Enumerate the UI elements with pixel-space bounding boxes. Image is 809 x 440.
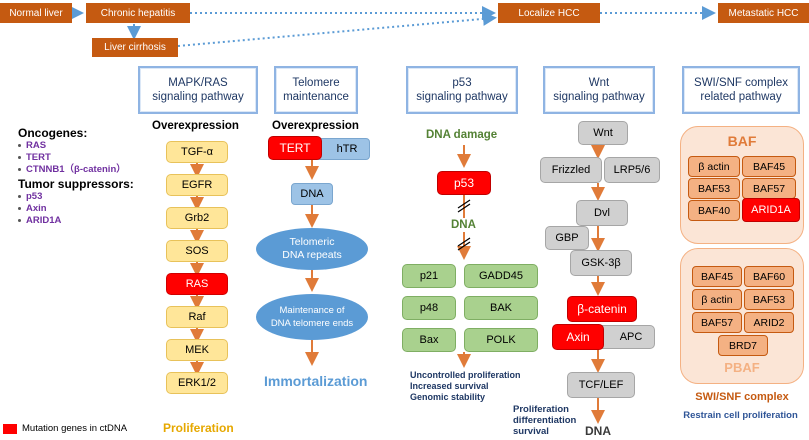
wnt-dna-label: DNA <box>585 424 611 438</box>
mapk-node-grb2: Grb2 <box>166 207 228 229</box>
mapk-node-mek: MEK <box>166 339 228 361</box>
mapk-node-tgf-alpha: TGF-α <box>166 141 228 163</box>
p53-block-marks <box>457 199 471 251</box>
p53-gene-bak: BAK <box>464 296 538 320</box>
wnt-node: Wnt <box>578 121 628 145</box>
telomere-tert: TERT <box>268 136 322 160</box>
oncogene-item: TERT <box>18 152 158 164</box>
mapk-node-egfr: EGFR <box>166 174 228 196</box>
swi-outcome: Restrain cell proliferation <box>683 410 798 421</box>
wnt-dvl: Dvl <box>576 200 628 226</box>
mapk-outcome: Proliferation <box>163 421 234 435</box>
suppressor-item: p53 <box>18 191 158 203</box>
baf-subunit-baf40: BAF40 <box>688 200 740 221</box>
stage-normal-liver: Normal liver <box>0 3 72 23</box>
oncogene-item: RAS <box>18 140 158 152</box>
p53-gene-p48: p48 <box>402 296 456 320</box>
pbaf-subunit-baf53: BAF53 <box>744 289 794 310</box>
mutation-legend-swatch <box>3 424 17 434</box>
baf-subunit-arid1a: ARID1A <box>742 198 800 222</box>
pbaf-subunit-brd7: BRD7 <box>718 335 768 356</box>
p53-dna-label: DNA <box>451 219 476 231</box>
wnt-tcf-lef: TCF/LEF <box>567 372 635 398</box>
baf-title: BAF <box>727 133 757 149</box>
p53-gene-bax: Bax <box>402 328 456 352</box>
oncogene-item: CTNNB1（β-catenin） <box>18 164 158 176</box>
suppressor-item: ARID1A <box>18 215 158 227</box>
oncogenes-title: Oncogenes: <box>18 126 88 140</box>
stage-chronic-hepatitis: Chronic hepatitis <box>86 3 190 23</box>
telomere-dna: DNA <box>291 183 333 205</box>
swi-complex-label: SWI/SNF complex <box>695 391 789 403</box>
stage-progression-arrows <box>70 6 716 47</box>
suppressor-item: Axin <box>18 203 158 215</box>
stage-localize-hcc: Localize HCC <box>498 3 600 23</box>
p53-gene-p21: p21 <box>402 264 456 288</box>
telomere-outcome: Immortalization <box>264 373 368 389</box>
pbaf-subunit-arid2: ARID2 <box>744 312 794 333</box>
legend-oncogenes: Oncogenes: RAS TERT CTNNB1（β-catenin） Tu… <box>18 126 158 227</box>
pbaf-subunit-baf57: BAF57 <box>692 312 742 333</box>
telomere-overexpression-label: Overexpression <box>272 120 359 132</box>
mapk-node-ras: RAS <box>166 273 228 295</box>
wnt-beta-catenin: β-catenin <box>567 296 637 322</box>
baf-subunit-baf45: BAF45 <box>742 156 796 177</box>
wnt-gsk: GSK-3β <box>570 250 632 276</box>
wnt-axin: Axin <box>552 324 604 350</box>
pbaf-title: PBAF <box>724 360 760 375</box>
suppressors-title: Tumor suppressors: <box>18 177 134 191</box>
stage-liver-cirrhosis: Liver cirrhosis <box>92 38 178 57</box>
baf-subunit-beta-actin: β actin <box>688 156 740 177</box>
pbaf-subunit-baf60: BAF60 <box>744 266 794 287</box>
wnt-frizzled: Frizzled <box>540 157 602 183</box>
mapk-overexpression-label: Overexpression <box>152 120 239 132</box>
baf-subunit-baf57: BAF57 <box>742 178 796 199</box>
p53-node: p53 <box>437 171 491 195</box>
p53-gene-polk: POLK <box>464 328 538 352</box>
stage-metastatic-hcc: Metastatic HCC <box>718 3 809 23</box>
pbaf-subunit-baf45: BAF45 <box>692 266 742 287</box>
mapk-node-raf: Raf <box>166 306 228 328</box>
telomere-htr: hTR <box>312 138 370 160</box>
mapk-node-sos: SOS <box>166 240 228 262</box>
mapk-node-erk: ERK1/2 <box>166 372 228 394</box>
wnt-gbp: GBP <box>545 226 589 250</box>
mutation-legend-label: Mutation genes in ctDNA <box>22 423 128 434</box>
p53-gene-gadd45: GADD45 <box>464 264 538 288</box>
p53-dna-damage-label: DNA damage <box>426 129 498 141</box>
pbaf-subunit-beta-actin: β actin <box>692 289 742 310</box>
wnt-apc: APC <box>597 325 655 349</box>
wnt-lrp: LRP5/6 <box>604 157 660 183</box>
baf-subunit-baf53: BAF53 <box>688 178 740 199</box>
